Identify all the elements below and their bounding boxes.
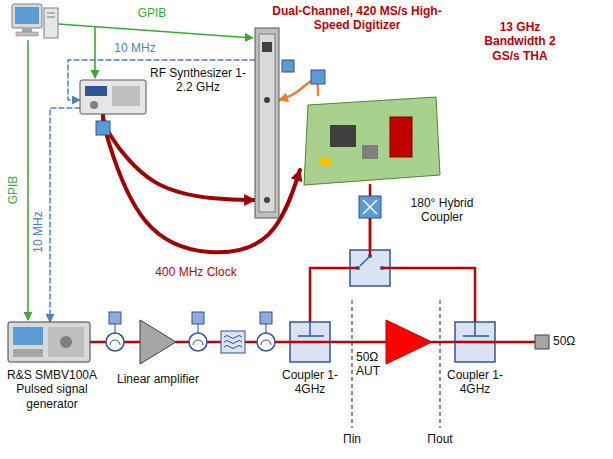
isolator-symbol (106, 312, 275, 351)
bus-label: GPIB (137, 7, 168, 21)
node-label: 13 GHz Bandwidth 2 GS/s THA (478, 20, 562, 63)
node-label: 50Ω AUT (356, 350, 386, 379)
node-label: Linear amplifier (116, 372, 200, 386)
node-label: Coupler 1-4GHz (274, 368, 346, 397)
node-label: RF Synthesizer 1-2.2 GHz (148, 66, 248, 95)
amp-shape (140, 320, 176, 364)
edge-label: 400 MHz Clock (150, 266, 242, 280)
reference-plane-label: Πin (342, 433, 362, 447)
edge-label: 10 MHz (113, 42, 156, 56)
tha-board: 13 GHz Bandwidth 2 GS/s THA (300, 95, 440, 185)
node-label: Dual-Channel, 420 MS/s High-Speed Digiti… (262, 4, 452, 33)
bus-label: GPIB (7, 175, 21, 206)
edge-label: 10 MHz (32, 210, 46, 253)
node-label: R&S SMBV100A Pulsed signal generator (0, 368, 104, 411)
load-shape (535, 335, 549, 349)
coupler-shape (290, 322, 330, 362)
linear-amplifier: Linear amplifier (140, 320, 176, 364)
gpib-wire (28, 24, 253, 320)
hybrid-shape (359, 196, 381, 218)
power-splitter (96, 60, 325, 135)
cable-connector (495, 341, 535, 344)
rf-switch (350, 250, 390, 286)
cable-connector (50, 108, 80, 322)
computer-icon (12, 4, 58, 38)
board-shape (300, 95, 440, 185)
rf-synthesizer: RF Synthesizer 1-2.2 GHz (80, 80, 146, 114)
cable-connector (432, 341, 455, 344)
amplifier-under-test: 50Ω AUT (386, 320, 432, 364)
node-label: Coupler 1-4GHz (439, 368, 511, 397)
synth-shape (80, 80, 146, 114)
cable-connector (330, 341, 386, 344)
signal-generator: R&S SMBV100A Pulsed signal generator (8, 322, 90, 362)
reference-plane (352, 300, 440, 428)
hybrid-coupler: 180° Hybrid Coupler (359, 196, 381, 218)
load-termination: 50Ω (535, 335, 549, 349)
node-label: 180° Hybrid Coupler (392, 196, 492, 225)
coupler-shape (455, 322, 495, 362)
card-shape (255, 28, 279, 218)
gen-shape (8, 322, 90, 362)
node-label: 50Ω (553, 334, 593, 348)
cable-connector (369, 185, 372, 196)
reference-plane-label: Πout (426, 433, 453, 447)
directional-coupler: Coupler 1-4GHz (290, 322, 330, 362)
digitizer-card: Dual-Channel, 420 MS/s High-Speed Digiti… (255, 28, 279, 218)
filter-symbol (221, 331, 245, 353)
aut-shape (386, 320, 432, 364)
directional-coupler: Coupler 1-4GHz (455, 322, 495, 362)
